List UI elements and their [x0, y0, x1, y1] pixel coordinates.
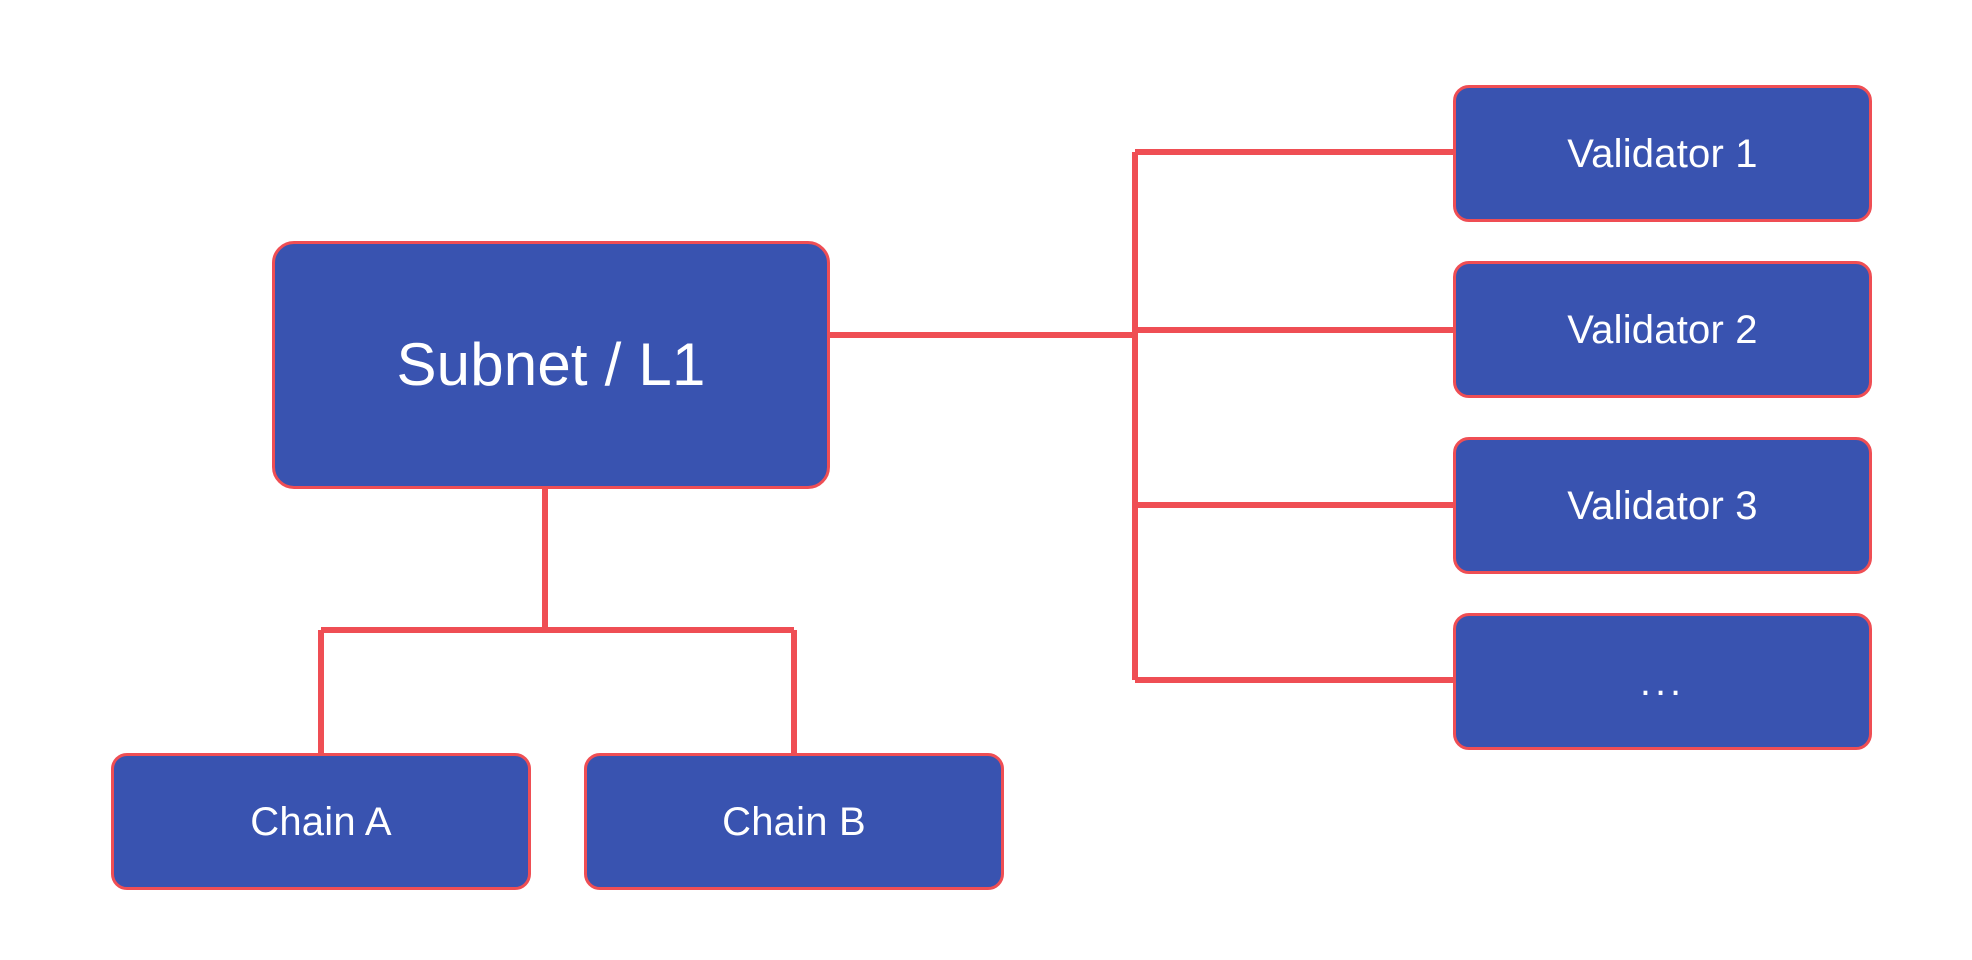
node-validator-2-label: Validator 2 [1567, 307, 1758, 352]
node-chain-b-label: Chain B [722, 799, 866, 844]
node-validator-2[interactable]: Validator 2 [1453, 261, 1872, 398]
node-chain-a[interactable]: Chain A [111, 753, 531, 890]
node-validator-more-label: ... [1639, 659, 1686, 704]
node-chain-a-label: Chain A [250, 799, 392, 844]
node-validator-3-label: Validator 3 [1567, 483, 1758, 528]
node-validator-1-label: Validator 1 [1567, 131, 1758, 176]
node-validator-more[interactable]: ... [1453, 613, 1872, 750]
node-chain-b[interactable]: Chain B [584, 753, 1004, 890]
node-validator-3[interactable]: Validator 3 [1453, 437, 1872, 574]
node-subnet-l1-label: Subnet / L1 [396, 331, 706, 398]
node-subnet-l1[interactable]: Subnet / L1 [272, 241, 830, 489]
node-validator-1[interactable]: Validator 1 [1453, 85, 1872, 222]
